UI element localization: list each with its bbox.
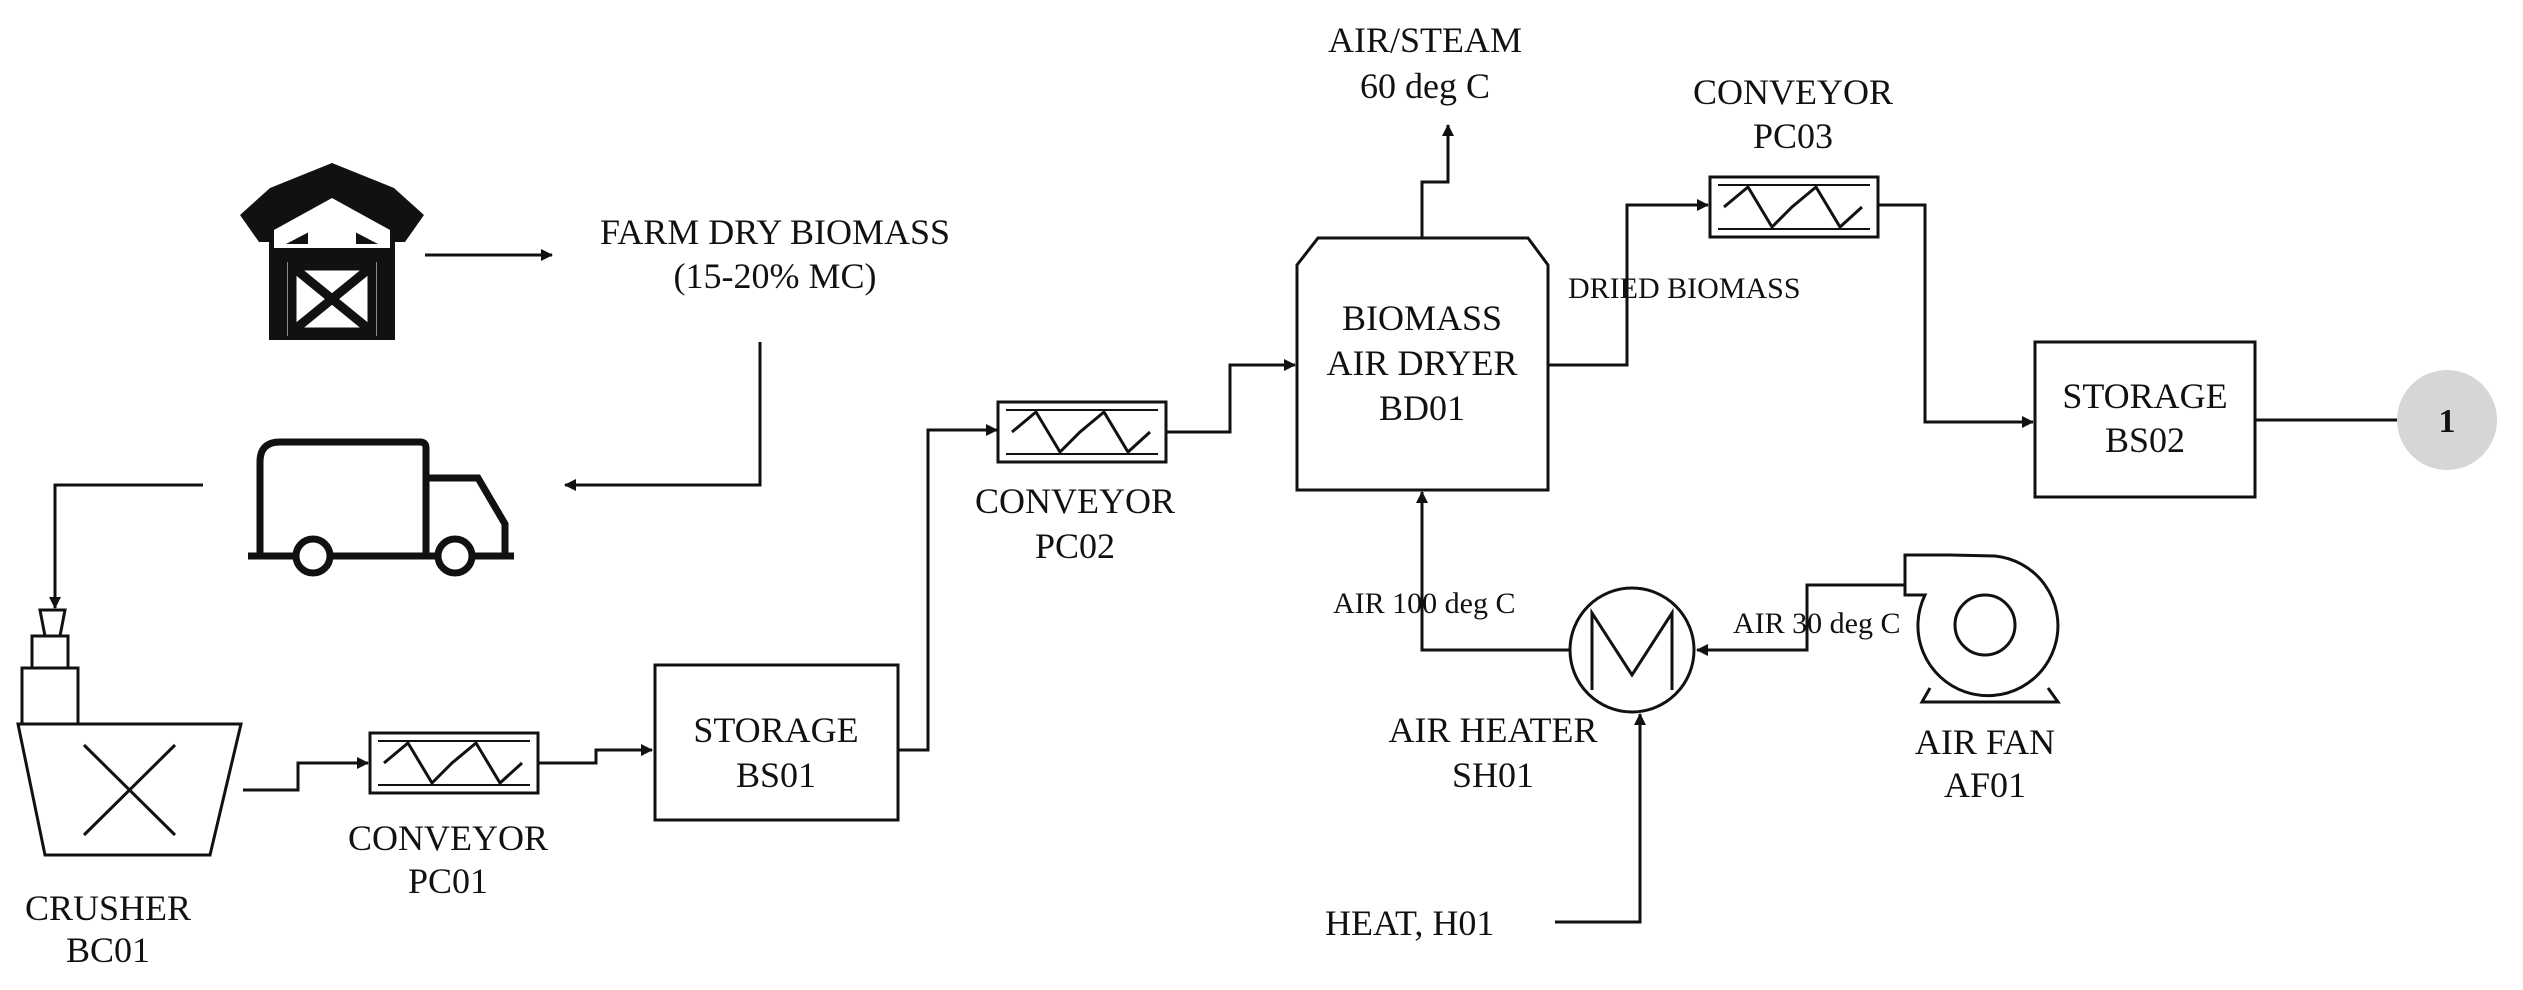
heater-label: AIR HEATER [1389, 710, 1598, 750]
storage-bs02-box [2033, 340, 2257, 499]
crusher-label: CRUSHER [25, 888, 191, 928]
air-30-label: AIR 30 deg C [1733, 607, 1901, 640]
pc01-to-bs01-arrow [538, 744, 653, 765]
crusher-id: BC01 [66, 930, 150, 970]
pc01-label: CONVEYOR [348, 818, 548, 858]
pc03-to-bs02-arrow [1878, 203, 2034, 428]
heater-id: SH01 [1452, 755, 1534, 795]
heater-to-dryer-arrow [1416, 491, 1570, 652]
heat-to-heater-arrow [1555, 713, 1646, 924]
fan-to-heater-arrow [1696, 583, 1905, 656]
heat-label: HEAT, H01 [1325, 903, 1494, 943]
crusher-icon [16, 608, 243, 857]
dried-biomass-label: DRIED BIOMASS [1568, 272, 1801, 305]
truck-to-crusher-arrow [49, 483, 203, 609]
blower-icon [1903, 553, 2061, 704]
bs02-id: BS02 [2105, 420, 2185, 460]
dryer-to-pc03-arrow [1548, 199, 1709, 367]
pc02-id: PC02 [1035, 526, 1115, 566]
heat-exchanger-icon [1568, 586, 1696, 714]
pc03-label: CONVEYOR [1693, 72, 1893, 112]
conveyor-pc03-icon [1708, 175, 1880, 239]
pc01-id: PC01 [408, 861, 488, 901]
biomass-to-truck-arrow [564, 342, 762, 491]
steam-temperature: 60 deg C [1360, 66, 1490, 106]
dryer-id: BD01 [1379, 388, 1465, 428]
offpage-connector [2397, 370, 2497, 470]
dryer-label-1: BIOMASS [1342, 298, 1502, 338]
barn-icon [240, 163, 424, 340]
bs02-label: STORAGE [2062, 376, 2227, 416]
bs01-label: STORAGE [693, 710, 858, 750]
biomass-air-dryer-box [1295, 236, 1550, 492]
pc02-to-dryer-arrow [1166, 359, 1296, 434]
bs01-id: BS01 [736, 755, 816, 795]
conveyor-pc01-icon [368, 731, 540, 795]
air-100-label: AIR 100 deg C [1333, 587, 1516, 620]
dryer-to-steam-arrow [1420, 124, 1454, 238]
truck-icon [248, 438, 514, 577]
storage-bs01-box [653, 663, 900, 822]
bs01-to-pc02-arrow [898, 424, 998, 752]
conveyor-pc02-icon [996, 400, 1168, 464]
pc02-label: CONVEYOR [975, 481, 1175, 521]
steam-label: AIR/STEAM [1328, 20, 1522, 60]
fan-id: AF01 [1944, 765, 2026, 805]
fan-label: AIR FAN [1915, 722, 2055, 762]
crusher-to-pc01-arrow [243, 757, 369, 792]
farm-biomass-moisture: (15-20% MC) [674, 256, 877, 296]
pc03-id: PC03 [1753, 116, 1833, 156]
farm-biomass-label: FARM DRY BIOMASS [600, 212, 950, 252]
dryer-label-2: AIR DRYER [1326, 343, 1517, 383]
connector-number: 1 [2439, 403, 2456, 440]
